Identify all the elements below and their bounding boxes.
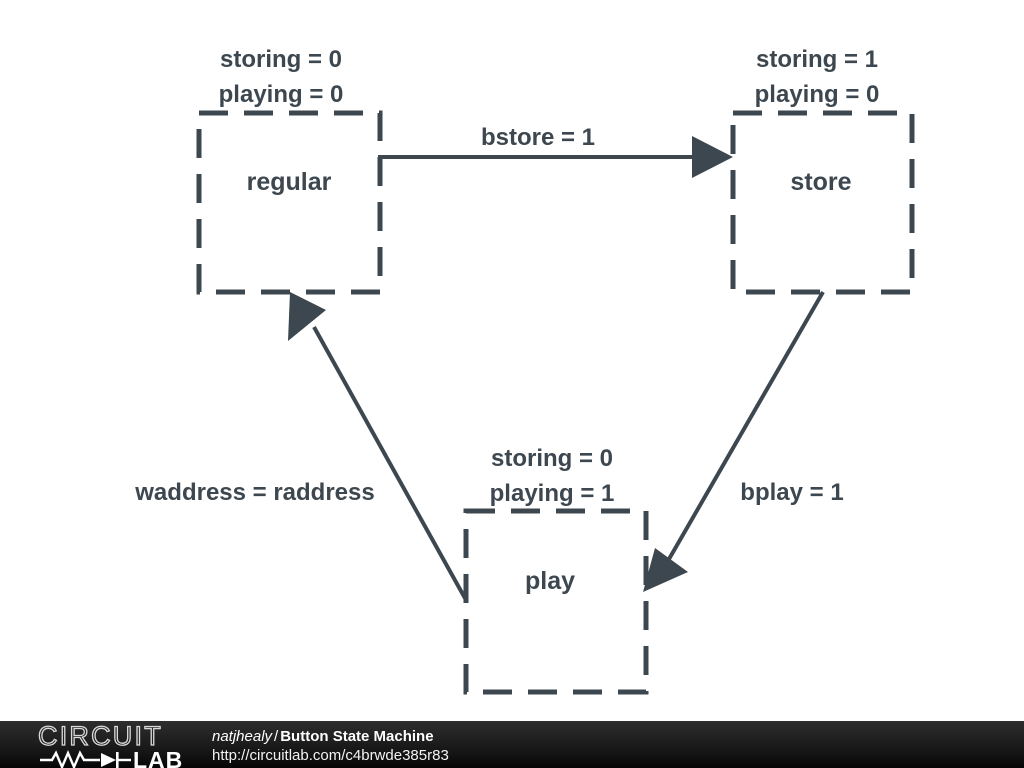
circuitlab-logo[interactable]: CIRCUIT LAB <box>38 723 198 768</box>
transition-label-waddress: waddress = raddress <box>134 479 374 506</box>
state-node-play[interactable]: play <box>463 508 649 695</box>
state-node-store[interactable]: store <box>730 110 915 295</box>
transition-label-bstore: bstore = 1 <box>481 124 595 151</box>
state-box-store[interactable] <box>730 110 915 295</box>
output-play-playing: playing = 1 <box>490 480 615 507</box>
diode-icon <box>101 753 116 767</box>
footer-author: natjhealy <box>212 728 273 745</box>
arrowhead-store-to-play <box>643 548 688 592</box>
state-box-regular[interactable] <box>196 110 383 295</box>
arrowhead-play-to-regular <box>288 292 326 341</box>
state-outputs-play: storing = 0 playing = 1 <box>490 445 615 507</box>
logo-text-circuit: CIRCUIT <box>38 723 163 751</box>
state-label-store: store <box>790 168 851 196</box>
state-node-regular[interactable]: regular <box>196 110 383 295</box>
output-store-playing: playing = 0 <box>755 81 880 108</box>
state-label-play: play <box>525 567 575 595</box>
state-label-regular: regular <box>247 168 332 196</box>
state-box-play[interactable] <box>463 508 649 695</box>
state-outputs-regular: storing = 0 playing = 0 <box>219 46 344 108</box>
footer-separator: / <box>274 728 279 745</box>
transition-line-store-to-play <box>663 291 825 567</box>
footer-project-title: Button State Machine <box>280 728 434 745</box>
logo-text-lab: LAB <box>133 747 183 768</box>
state-machine-diagram: regular storing = 0 playing = 0 store st… <box>134 46 915 695</box>
resistor-icon <box>40 749 100 768</box>
footer-bar <box>0 721 1024 768</box>
arrowhead-regular-to-store <box>692 136 733 178</box>
transition-regular-to-store[interactable]: bstore = 1 <box>378 124 733 178</box>
output-regular-playing: playing = 0 <box>219 81 344 108</box>
diode-bar-icon <box>116 752 119 768</box>
output-store-storing: storing = 1 <box>756 46 878 73</box>
transition-store-to-play[interactable]: bplay = 1 <box>643 291 844 592</box>
footer-credit: natjhealy/Button State Machine <box>212 727 434 746</box>
transition-line-play-to-regular <box>312 326 468 601</box>
transition-play-to-regular[interactable]: waddress = raddress <box>134 292 468 601</box>
diagram-canvas: regular storing = 0 playing = 0 store st… <box>134 46 915 695</box>
output-regular-storing: storing = 0 <box>220 46 342 73</box>
state-outputs-store: storing = 1 playing = 0 <box>755 46 880 108</box>
footer-url[interactable]: http://circuitlab.com/c4brwde385r83 <box>212 747 449 764</box>
transition-label-bplay: bplay = 1 <box>740 479 843 506</box>
output-play-storing: storing = 0 <box>491 445 613 472</box>
